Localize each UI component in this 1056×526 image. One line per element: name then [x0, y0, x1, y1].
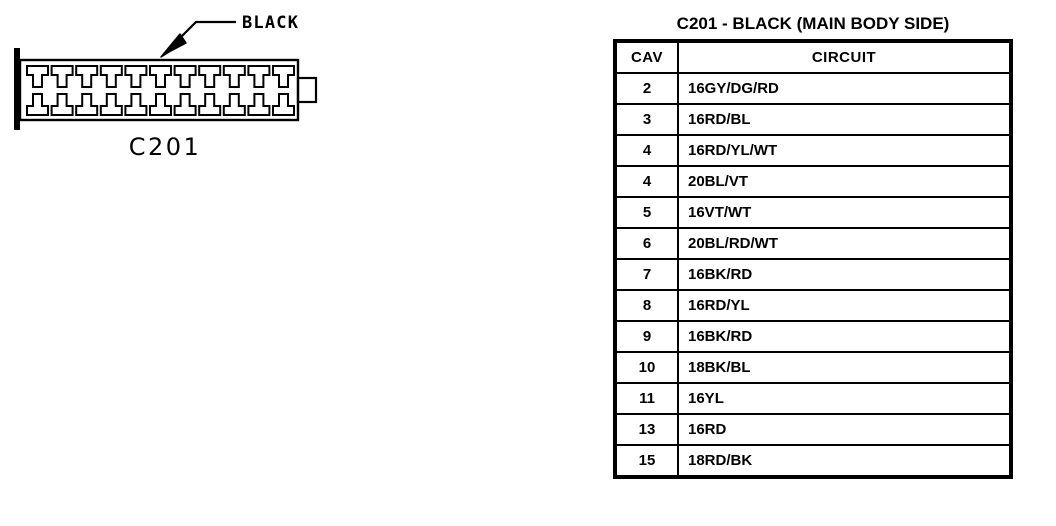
circuit-value: 16RD/BL	[677, 103, 1012, 136]
cavity-slot	[247, 93, 271, 116]
circuit-value: 16GY/DG/RD	[677, 72, 1012, 105]
circuit-value: 20BL/VT	[677, 165, 1012, 198]
cavity-slot	[75, 93, 99, 116]
cavity-slot	[198, 93, 222, 116]
cav-value: 6	[614, 227, 679, 260]
connector-body	[18, 58, 300, 122]
circuit-value: 16RD	[677, 413, 1012, 446]
cavity-slot	[149, 93, 172, 116]
column-header-cav: CAV	[614, 40, 679, 74]
cav-value: 9	[614, 320, 679, 353]
circuit-value: 16BK/RD	[677, 258, 1012, 291]
cav-value: 7	[614, 258, 679, 291]
connector-left-flange	[14, 48, 20, 130]
circuit-value: 16RD/YL/WT	[677, 134, 1012, 167]
table-header: CAV CIRCUIT	[614, 40, 1012, 74]
circuit-value: 20BL/RD/WT	[677, 227, 1012, 260]
cavity-grid	[26, 65, 295, 116]
cavity-slot	[124, 65, 148, 88]
connector-name-label: C201	[128, 133, 202, 161]
cavity-slot	[272, 65, 295, 88]
cavity-slot	[124, 93, 148, 116]
column-header-circuit: CIRCUIT	[677, 40, 1012, 74]
circuit-value: 16BK/RD	[677, 320, 1012, 353]
table-header-row: CAV CIRCUIT	[614, 40, 1012, 74]
connector-illustration	[14, 20, 318, 130]
callout-arrowhead	[160, 33, 187, 58]
cav-value: 5	[614, 196, 679, 229]
cavity-slot	[26, 93, 49, 116]
cav-value: 10	[614, 351, 679, 384]
cavity-slot	[173, 93, 197, 116]
cavity-slot	[149, 65, 172, 88]
cavity-slot	[173, 65, 197, 88]
connector-diagram: BLACK C201	[0, 0, 420, 200]
cav-value: 11	[614, 382, 679, 415]
circuit-value: 18BK/BL	[677, 351, 1012, 384]
cavity-slot	[50, 65, 74, 88]
cav-value: 15	[614, 444, 679, 478]
cavity-slot	[222, 93, 246, 116]
cav-value: 3	[614, 103, 679, 136]
cavity-slot	[50, 93, 74, 116]
cav-value: 2	[614, 72, 679, 105]
table-title: C201 - BLACK (MAIN BODY SIDE)	[676, 14, 950, 33]
cav-value: 4	[614, 134, 679, 167]
cavity-slot	[26, 65, 49, 88]
cavity-slot	[75, 65, 99, 88]
cav-value: 8	[614, 289, 679, 322]
cavity-slot	[198, 65, 222, 88]
circuit-value: 16VT/WT	[677, 196, 1012, 229]
callout-label-black: BLACK	[242, 13, 300, 33]
cavity-slot	[99, 65, 123, 88]
circuit-value: 16YL	[677, 382, 1012, 415]
circuit-value: 16RD/YL	[677, 289, 1012, 322]
cavity-slot	[99, 93, 123, 116]
connector-locking-tab	[296, 76, 318, 104]
cav-circuit-panel: C201 - BLACK (MAIN BODY SIDE) CAV CIRCUI…	[613, 14, 1015, 479]
cavity-slot	[222, 65, 246, 88]
cavity-slot	[247, 65, 271, 88]
circuit-value: 18RD/BK	[677, 444, 1012, 478]
cavity-slot	[272, 93, 295, 116]
cav-value: 4	[614, 165, 679, 198]
cav-value: 13	[614, 413, 679, 446]
